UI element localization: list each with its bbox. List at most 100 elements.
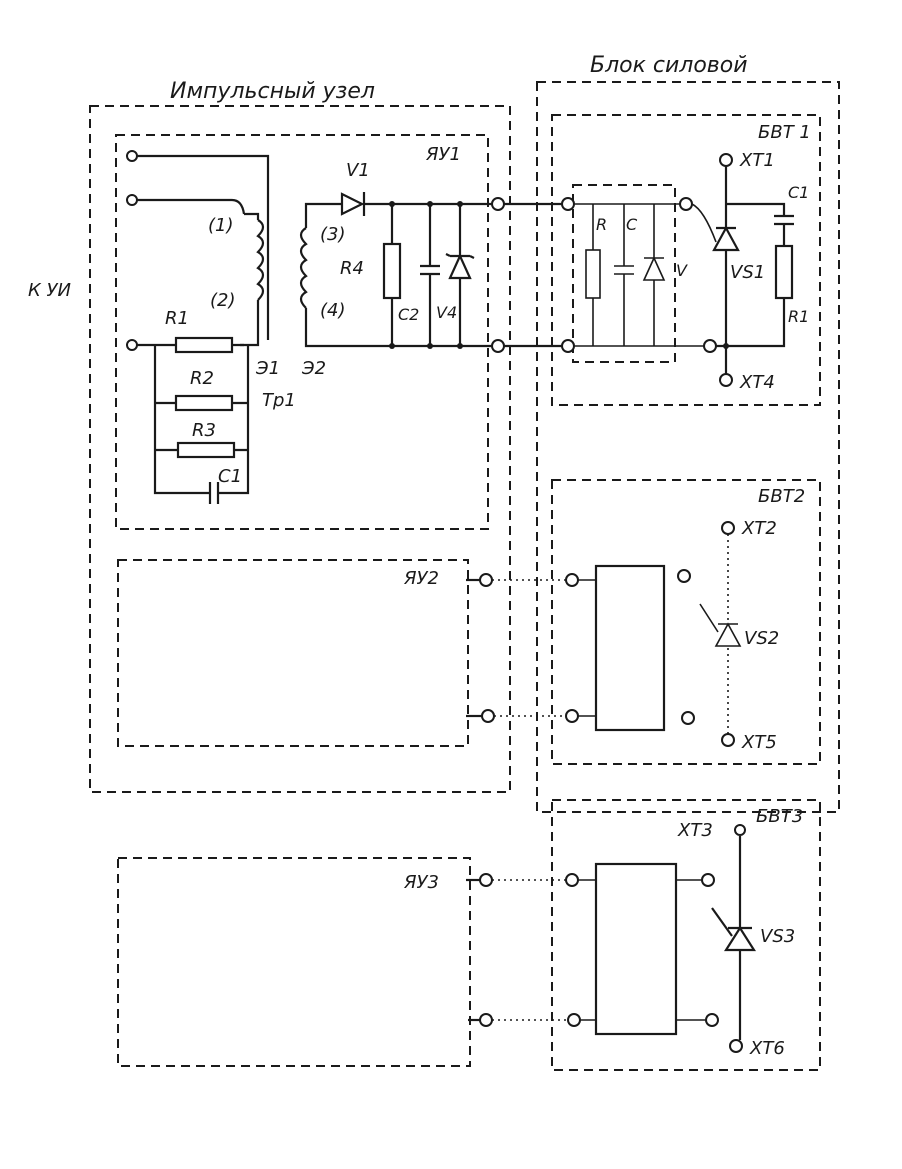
v1-label: V1 bbox=[346, 160, 370, 181]
yu1-boundary bbox=[115, 134, 489, 530]
yu3-out-top bbox=[479, 873, 493, 887]
r1-label: R1 bbox=[165, 308, 189, 329]
xt2-label: XT2 bbox=[741, 518, 777, 539]
v4-label: V4 bbox=[436, 303, 457, 322]
network-left-rail bbox=[153, 345, 250, 495]
c-snub-label: C bbox=[626, 215, 638, 234]
r1-power-label: R1 bbox=[788, 307, 809, 326]
bvt1-label: БВТ 1 bbox=[758, 122, 811, 143]
bvt3-in-bot bbox=[567, 1013, 581, 1027]
bvt3-out-top bbox=[701, 873, 715, 887]
winding-3-label: (3) bbox=[320, 224, 346, 245]
xt3-label: XT3 bbox=[677, 820, 713, 841]
wire-in1 bbox=[137, 154, 270, 340]
xt4-label: XT4 bbox=[739, 372, 775, 393]
bvt1-in-top bbox=[561, 197, 575, 211]
impulse-unit-title: Импульсный узел bbox=[170, 79, 375, 104]
yu1-out-bot bbox=[491, 339, 505, 353]
xt5-label: XT5 bbox=[741, 732, 777, 753]
yu3-boundary bbox=[117, 857, 471, 1067]
xt6-terminal bbox=[729, 1039, 743, 1053]
bvt1-in-bot bbox=[561, 339, 575, 353]
wire-winding-lead bbox=[240, 212, 260, 347]
node-4 bbox=[389, 343, 395, 349]
v-snub-label: V bbox=[676, 261, 688, 280]
vs1-label: VS1 bbox=[730, 262, 765, 283]
winding-3-4 bbox=[299, 227, 308, 309]
c2-label: C2 bbox=[398, 305, 419, 324]
snubber-block-1 bbox=[572, 184, 676, 363]
zener-v4 bbox=[445, 204, 475, 346]
bvt2-out-bot bbox=[681, 711, 695, 725]
xt3-terminal bbox=[734, 824, 746, 836]
resistor-r4 bbox=[382, 242, 402, 300]
r4-label: R4 bbox=[340, 258, 364, 279]
resistor-r2 bbox=[174, 394, 234, 412]
rc-branch bbox=[726, 202, 794, 348]
bvt1-out-cath bbox=[703, 339, 717, 353]
xt1-label: XT1 bbox=[739, 150, 775, 171]
node-2 bbox=[427, 201, 433, 207]
winding-1-label: (1) bbox=[208, 215, 234, 236]
r3-label: R3 bbox=[192, 420, 216, 441]
bvt2-in-wires bbox=[578, 579, 596, 717]
e1-label: Э1 bbox=[255, 358, 280, 379]
bvt2-boundary bbox=[551, 479, 821, 765]
capacitor-c1 bbox=[208, 482, 220, 504]
r2-label: R2 bbox=[190, 368, 214, 389]
vs3-label: VS3 bbox=[760, 926, 795, 947]
yu2-boundary bbox=[117, 559, 469, 747]
power-block-boundary bbox=[536, 81, 840, 813]
resistor-r1-power bbox=[774, 244, 794, 300]
bvt3-in-wires bbox=[578, 879, 596, 1021]
k-ui-label: К УИ bbox=[28, 280, 71, 301]
winding-1-2 bbox=[256, 219, 265, 301]
c1-power-label: C1 bbox=[788, 183, 809, 202]
vs2-label: VS2 bbox=[744, 628, 779, 649]
e2-label: Э2 bbox=[301, 358, 326, 379]
node-1 bbox=[389, 201, 395, 207]
bvt1-out-gate bbox=[679, 197, 693, 211]
yu3-out-bot bbox=[479, 1013, 493, 1027]
resistor-r1 bbox=[174, 336, 234, 354]
yu1-out-top bbox=[491, 197, 505, 211]
yu1-label: ЯУ1 bbox=[425, 144, 461, 165]
yu2-out-top bbox=[479, 573, 493, 587]
node-6 bbox=[457, 343, 463, 349]
thyristor-vs2 bbox=[699, 603, 742, 647]
capacitor-c2 bbox=[420, 204, 440, 346]
thyristor-vs3 bbox=[711, 907, 757, 952]
diode-v1 bbox=[340, 192, 366, 216]
input-terminal-1 bbox=[126, 150, 138, 162]
bvt1-boundary bbox=[551, 114, 821, 406]
tr1-label: Тр1 bbox=[262, 390, 296, 411]
c1-label: C1 bbox=[218, 466, 242, 487]
resistor-r-snub bbox=[585, 249, 601, 299]
node-3 bbox=[457, 201, 463, 207]
winding-2-label: (2) bbox=[210, 290, 236, 311]
bvt3-out-bot bbox=[705, 1013, 719, 1027]
yu2-label: ЯУ2 bbox=[403, 568, 439, 589]
xt2-terminal bbox=[721, 521, 735, 535]
zener-v-snub bbox=[642, 204, 666, 346]
bvt3-snubber bbox=[594, 862, 678, 1036]
r-snub-label: R bbox=[596, 215, 607, 234]
xt4-terminal bbox=[719, 373, 733, 387]
bvt2-snubber bbox=[594, 564, 666, 732]
wire-in2 bbox=[137, 198, 246, 215]
bvt3-out-wires bbox=[676, 879, 706, 1021]
xt6-label: XT6 bbox=[749, 1038, 785, 1059]
vs1-cath-wire bbox=[716, 250, 728, 348]
bvt2-label: БВТ2 bbox=[758, 486, 805, 507]
impulse-unit-boundary bbox=[89, 105, 511, 793]
input-terminal-3 bbox=[126, 339, 138, 351]
vs1-gate-wire bbox=[691, 203, 717, 243]
bvt2-out-top bbox=[677, 569, 691, 583]
yu3-label: ЯУ3 bbox=[403, 872, 439, 893]
bvt3-in-top bbox=[565, 873, 579, 887]
yu2-out-bot bbox=[481, 709, 495, 723]
winding-4-label: (4) bbox=[320, 300, 346, 321]
bvt2-in-bot bbox=[565, 709, 579, 723]
bvt3-label: БВТ3 bbox=[756, 806, 803, 827]
